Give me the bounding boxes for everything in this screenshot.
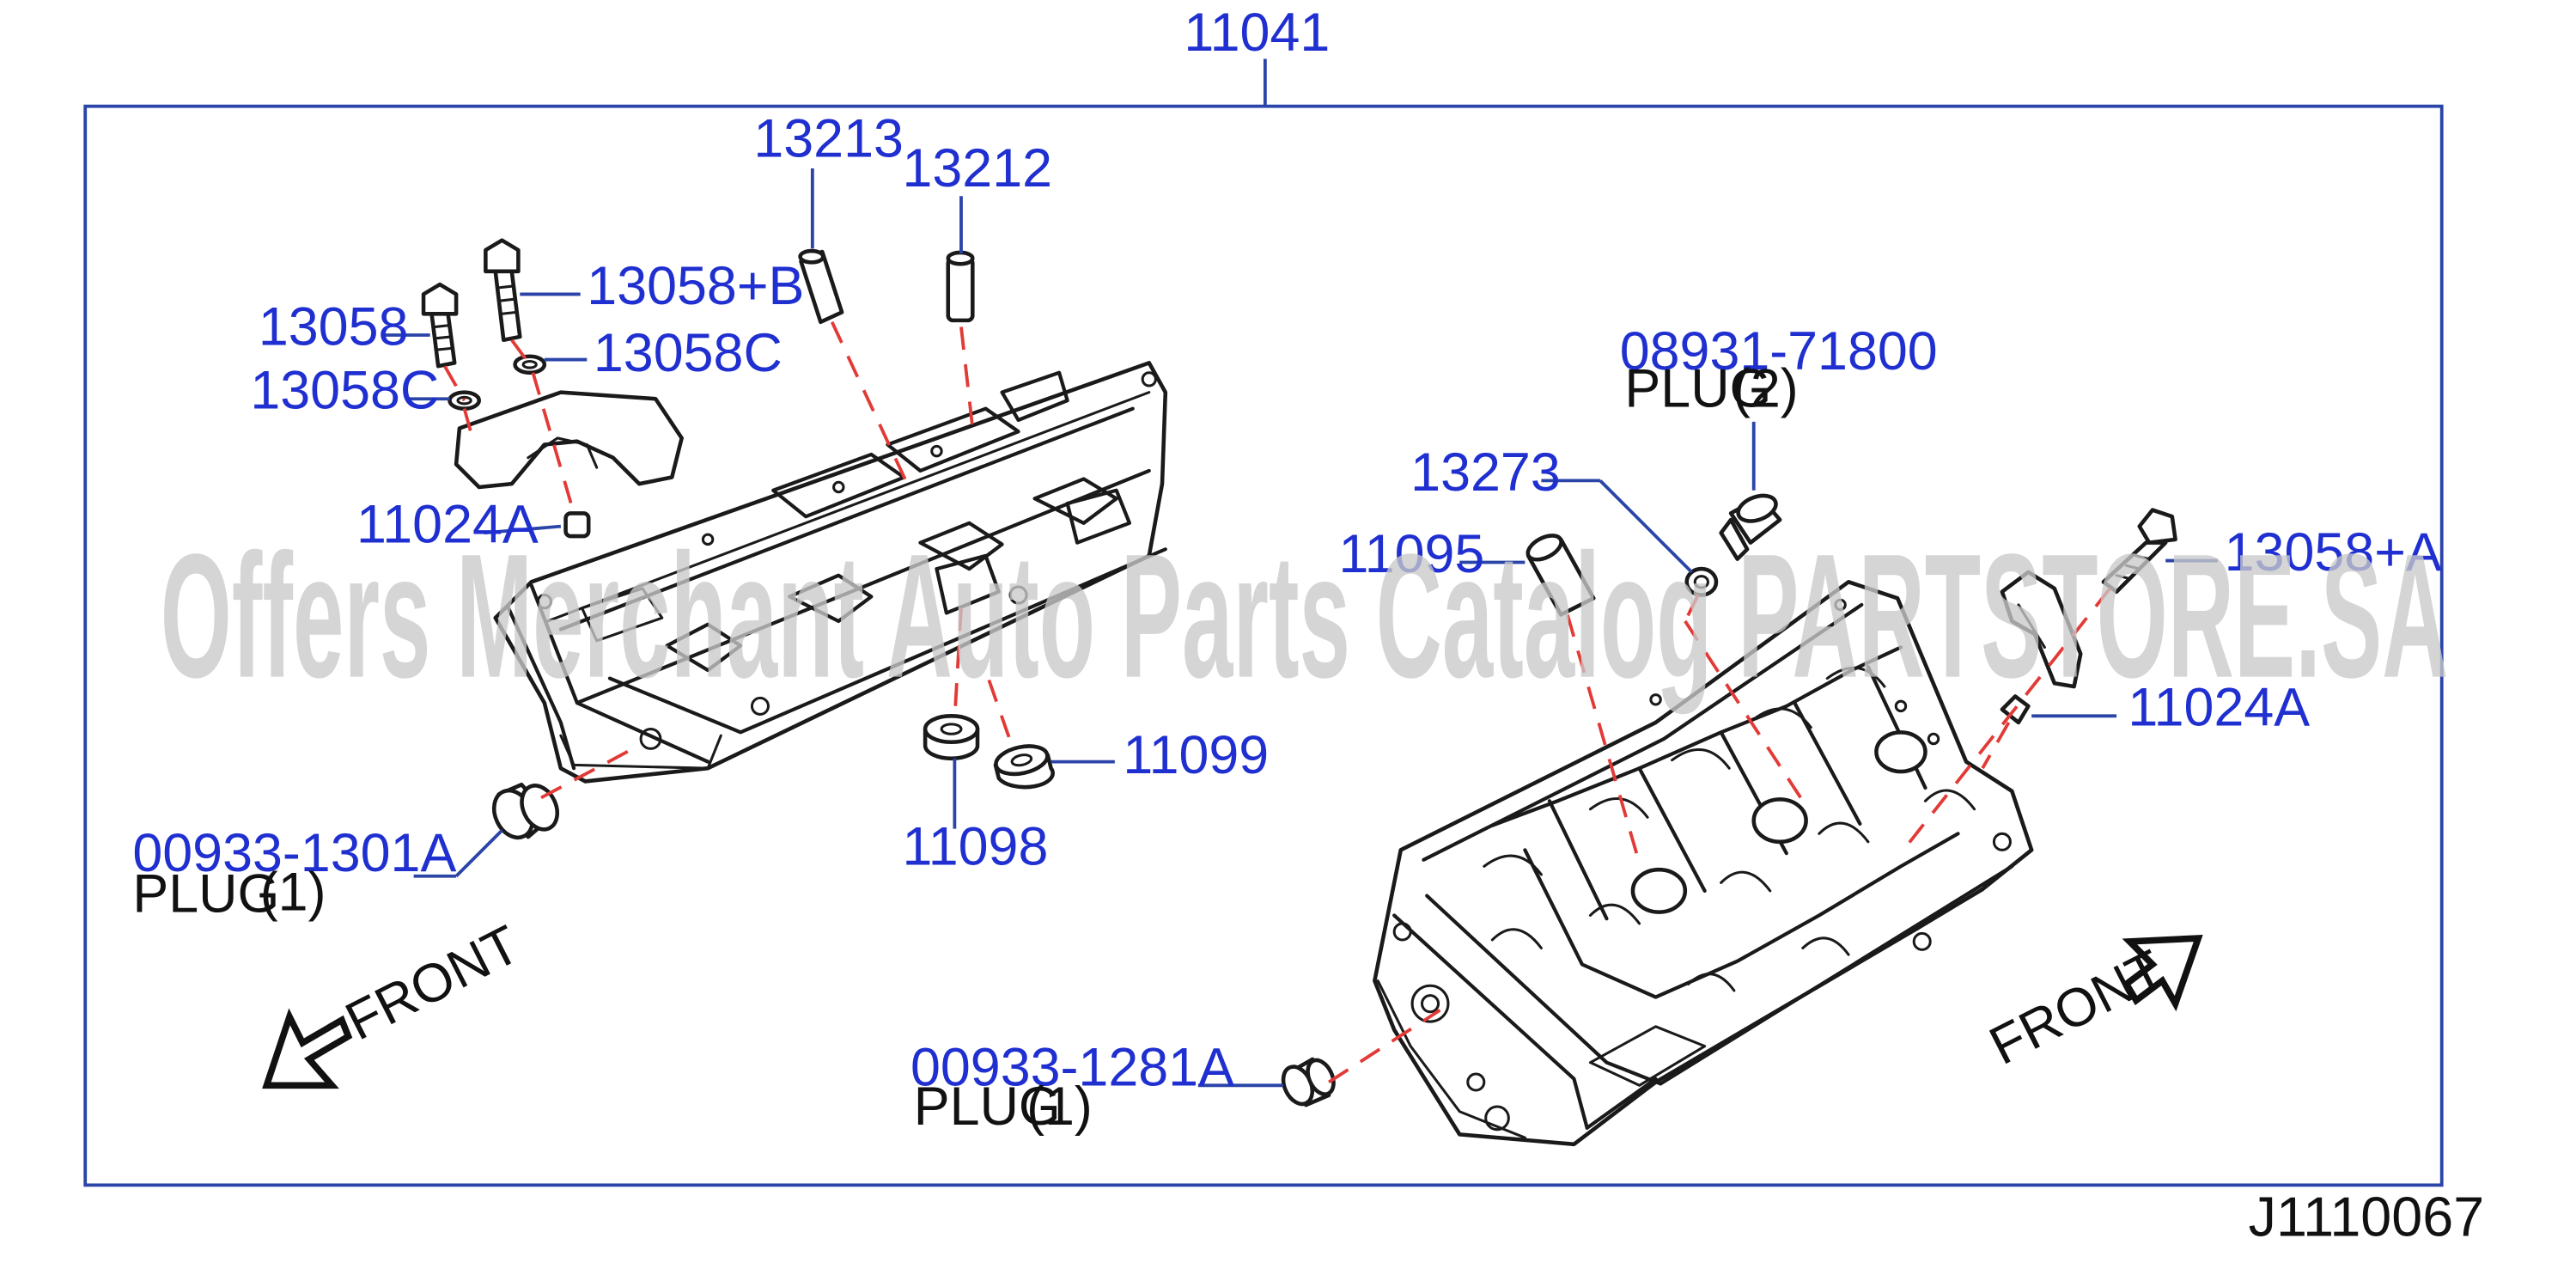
bolt-13058 — [421, 282, 459, 369]
callout-11098[interactable]: 11098 — [902, 816, 1048, 876]
diagram-code: J1110067 — [2249, 1185, 2485, 1248]
callout-00933-1281a-desc: PLUG — [914, 1077, 1061, 1137]
callout-11099[interactable]: 11099 — [1123, 725, 1269, 785]
front-arrow-left[interactable] — [262, 1008, 353, 1089]
front-label-left: FRONT — [337, 914, 529, 1052]
watermark: Offers Merchant Auto Parts Catalog PARTS… — [161, 517, 2449, 715]
bolt-13058-a — [2101, 508, 2177, 595]
callout-00933-1301a[interactable]: 00933-1301A — [132, 823, 456, 883]
callout-13212[interactable]: 13212 — [902, 138, 1052, 198]
dowel-11024a-left — [563, 511, 591, 539]
cam-bracket-right — [2000, 570, 2083, 689]
plug-08931-71800 — [1719, 493, 1782, 561]
seal-11098 — [923, 714, 980, 761]
callout-13058-b[interactable]: 13058+B — [587, 256, 804, 316]
callout-13273[interactable]: 13273 — [1410, 442, 1561, 503]
front-label-right: FRONT — [1980, 938, 2172, 1077]
callout-13058[interactable]: 13058 — [259, 296, 409, 357]
valve-guide-13212 — [946, 250, 975, 323]
callout-11024a-right[interactable]: 11024A — [2128, 678, 2310, 738]
washer-13273 — [1684, 566, 1719, 597]
callout-13058c-left[interactable]: 13058C — [250, 361, 439, 421]
callout-13058-a[interactable]: 13058+A — [2225, 522, 2442, 583]
left-cylinder-head — [493, 361, 1168, 784]
assembly-part-number[interactable]: 11041 — [1184, 3, 1330, 63]
callout-11024a-left[interactable]: 11024A — [356, 495, 539, 555]
front-arrow-right[interactable] — [2122, 935, 2203, 1012]
plug-00933-1281a — [1281, 1057, 1336, 1107]
washer-13058c-right — [513, 354, 547, 375]
callout-00933-1281a[interactable]: 00933-1281A — [910, 1037, 1234, 1097]
callout-13058c-right[interactable]: 13058C — [594, 323, 783, 383]
callout-11095[interactable]: 11095 — [1338, 524, 1484, 584]
valve-guide-13213 — [798, 248, 844, 325]
bolt-13058-b — [484, 238, 522, 343]
right-cylinder-head — [1373, 580, 2034, 1147]
valve-guide-11095 — [1526, 534, 1596, 617]
seal-11099 — [993, 744, 1055, 790]
plug-00933-1301a — [491, 782, 560, 840]
callout-08931-71800-desc: PLUG — [1624, 359, 1771, 419]
callout-00933-1301a-desc: PLUG — [132, 864, 279, 924]
callout-00933-1281a-qty: (1) — [1026, 1077, 1093, 1137]
callout-08931-71800[interactable]: 08931-71800 — [1620, 321, 1938, 381]
callout-00933-1301a-qty: (1) — [260, 863, 326, 923]
callout-13213[interactable]: 13213 — [753, 109, 904, 169]
callout-08931-71800-qty: (2) — [1733, 359, 1799, 419]
